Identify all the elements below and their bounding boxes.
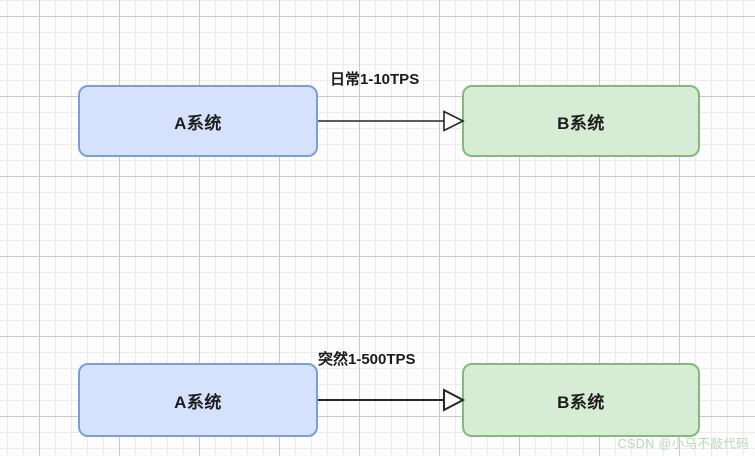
node-label: B系统 [557, 392, 605, 412]
watermark-text: CSDN @小马不敲代码 [617, 437, 749, 451]
node-a-system-row2[interactable]: A系统 [78, 363, 318, 437]
arrowhead-open-triangle [443, 388, 466, 412]
arrowhead-open-triangle [443, 110, 465, 132]
node-b-system-row2[interactable]: B系统 [462, 363, 700, 437]
edge-arrow-row2[interactable] [318, 380, 468, 420]
edge-arrow-row1[interactable] [318, 101, 468, 141]
node-label: B系统 [557, 113, 605, 133]
node-b-system-row1[interactable]: B系统 [462, 85, 700, 157]
edge-label-row2: 突然1-500TPS [318, 351, 416, 368]
edge-label-row1: 日常1-10TPS [330, 71, 420, 88]
node-label: A系统 [174, 113, 222, 133]
node-a-system-row1[interactable]: A系统 [78, 85, 318, 157]
node-label: A系统 [174, 392, 222, 412]
